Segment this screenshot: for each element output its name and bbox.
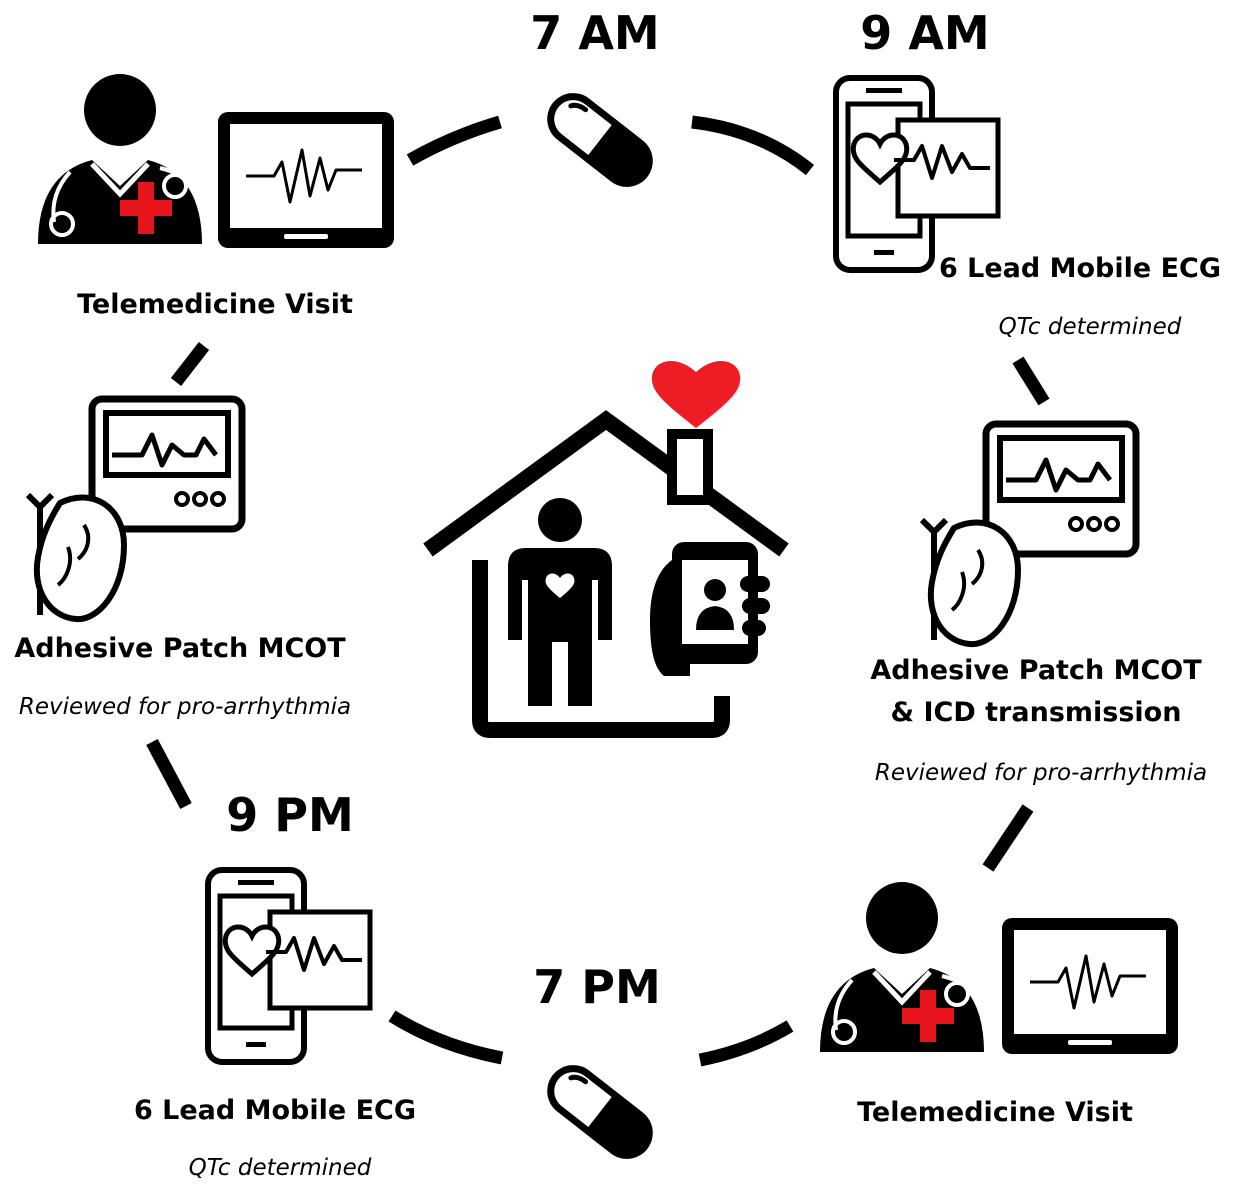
time-label-9pm: 9 PM (226, 788, 354, 842)
heart-icon (651, 360, 741, 428)
adhesive-patch-icd-title-line1: Adhesive Patch MCOT (870, 655, 1202, 686)
doctor-icon (820, 882, 984, 1052)
arc-segment-bottom-right (698, 1020, 794, 1067)
arc-segment-left-lower (146, 738, 192, 810)
mobile-ecg-title: 6 Lead Mobile ECG (938, 253, 1222, 284)
mobile-ecg-note: QTc determined (998, 314, 1182, 340)
telemedicine-visit-title: Telemedicine Visit (857, 1097, 1133, 1128)
arc-segment-top-right (691, 115, 815, 176)
arc-segment-right-lower (982, 804, 1034, 872)
cycle-arc (146, 115, 1050, 1067)
phone-ecg-icon (208, 870, 370, 1062)
phone-ecg-icon (836, 78, 998, 270)
adhesive-patch-icd-title-line2: & ICD transmission (890, 697, 1182, 728)
arc-segment-bottom-left (388, 1010, 504, 1065)
arc-segment-top-left (406, 115, 502, 166)
adhesive-patch-title: Adhesive Patch MCOT (14, 633, 346, 664)
arc-segment-right-upper (1012, 356, 1050, 406)
time-label-7pm: 7 PM (533, 960, 661, 1014)
heart-monitor-icon (922, 424, 1136, 644)
mobile-ecg-title: 6 Lead Mobile ECG (133, 1095, 417, 1126)
home-patient-icon (423, 410, 789, 738)
adhesive-patch-note: Reviewed for pro-arrhythmia (18, 694, 352, 720)
time-label-7am: 7 AM (530, 6, 660, 60)
doctor-icon (38, 74, 202, 244)
adhesive-patch-icd-note: Reviewed for pro-arrhythmia (874, 760, 1208, 786)
mobile-ecg-note: QTc determined (188, 1155, 372, 1181)
tablet-ecg-icon (216, 110, 396, 250)
telemedicine-visit-title: Telemedicine Visit (77, 289, 353, 320)
arc-segment-left-upper (170, 342, 210, 386)
time-label-9am: 9 AM (860, 6, 990, 60)
heart-monitor-icon (28, 399, 242, 619)
pill-icon (537, 1055, 664, 1170)
tablet-ecg-icon (1000, 916, 1180, 1056)
pill-icon (537, 83, 664, 198)
